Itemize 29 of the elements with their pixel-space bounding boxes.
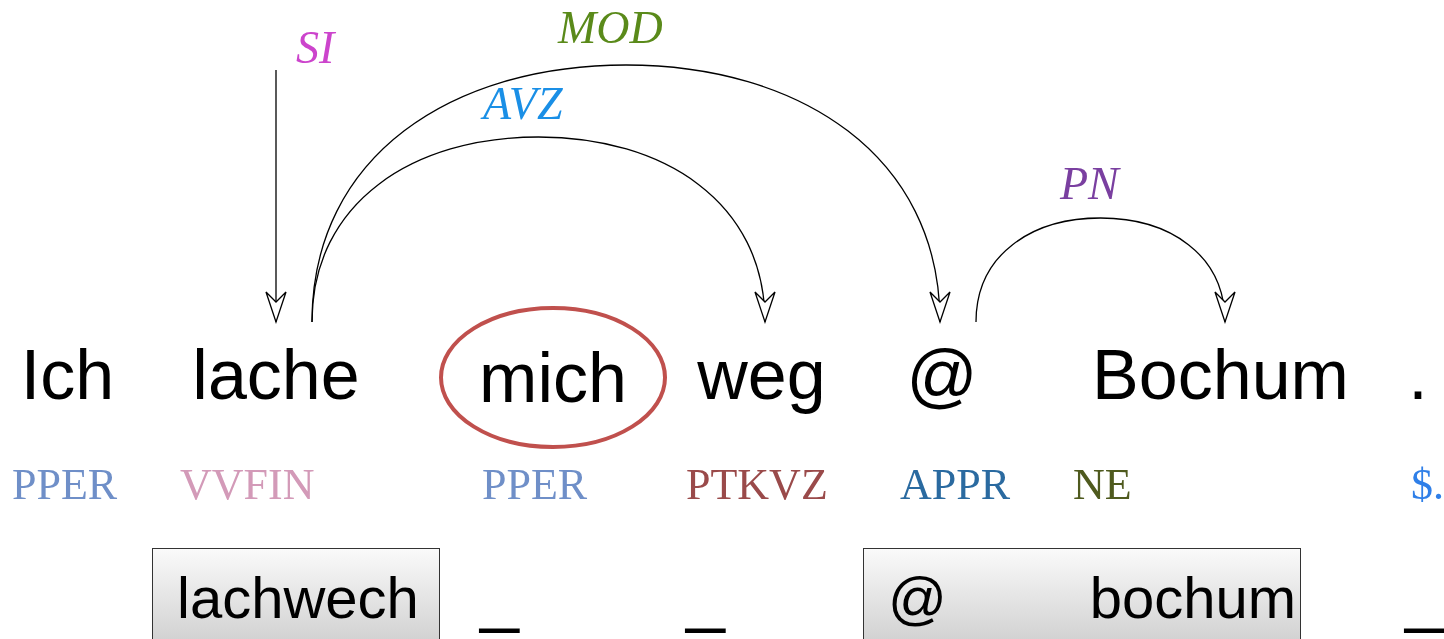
pos-tag: PPER	[482, 460, 588, 510]
word: .	[1400, 330, 1436, 420]
word: Ich	[10, 330, 125, 420]
word: lache	[176, 330, 376, 420]
word: bochum	[1089, 564, 1296, 632]
word: Bochum	[1068, 330, 1373, 420]
pos-tag: PPER	[12, 460, 118, 510]
word: weg	[684, 330, 839, 420]
placeholder-mark: _	[686, 555, 725, 635]
token-box	[152, 548, 440, 639]
arrow	[975, 217, 1234, 323]
arrow	[265, 69, 287, 323]
word: mich	[479, 337, 627, 418]
pos-tag: PTKVZ	[686, 460, 828, 510]
arrow	[311, 64, 949, 323]
pos-tag: $.	[1411, 460, 1444, 510]
edge-label: SI	[296, 22, 335, 74]
word: @	[902, 330, 982, 420]
token-box	[863, 548, 1301, 639]
edge-label: MOD	[558, 2, 663, 54]
placeholder-mark: _	[480, 555, 519, 635]
word: @	[888, 564, 947, 632]
pos-tag: VVFIN	[180, 460, 315, 510]
pos-tag: NE	[1073, 460, 1132, 510]
arrow	[311, 136, 774, 323]
edge-label: PN	[1060, 158, 1119, 210]
word: lachwech	[177, 564, 419, 632]
circled-word	[438, 305, 668, 450]
pos-tag: APPR	[900, 460, 1011, 510]
